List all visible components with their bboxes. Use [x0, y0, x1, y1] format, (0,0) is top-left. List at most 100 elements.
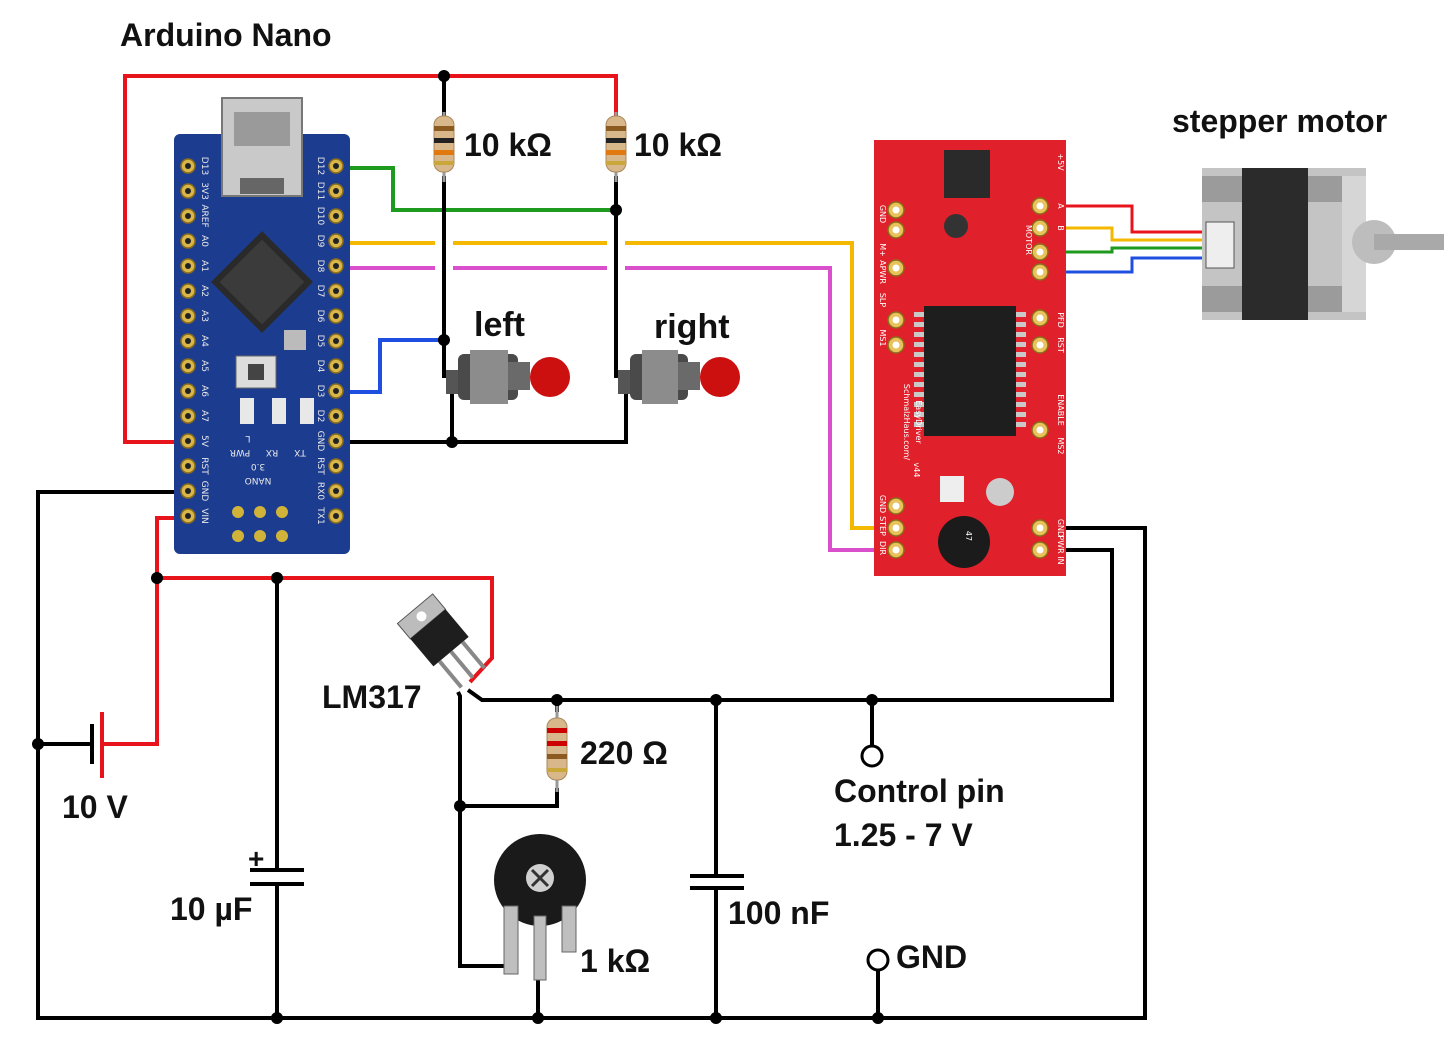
wire-btn-gnd — [340, 392, 628, 444]
ic-pin — [1016, 362, 1026, 367]
label-control-pin: Control pin — [834, 773, 1005, 809]
wire-gnd-left — [36, 490, 1147, 1020]
nano-board-label: RX — [266, 447, 278, 457]
stepper-motor — [1202, 168, 1444, 320]
ic-pin — [914, 332, 924, 337]
driver-label: SLP — [878, 293, 887, 308]
driver-ic-pins — [914, 312, 1026, 427]
ic-pin — [1016, 332, 1026, 337]
driver-label: RST — [1056, 337, 1065, 353]
nano-pin-label: A2 — [199, 285, 209, 297]
label-right: right — [654, 308, 730, 346]
nano-board-label: L — [245, 433, 250, 443]
ic-pin — [914, 362, 924, 367]
label-control-voltage: 1.25 - 7 V — [834, 817, 973, 853]
driver-ic — [924, 306, 1016, 436]
label-left: left — [474, 306, 525, 344]
motor-connector — [1205, 221, 1235, 269]
ic-pin — [914, 322, 924, 327]
driver-label: 47 — [964, 531, 973, 541]
driver-label: v44 — [912, 463, 921, 478]
gnd-terminal — [866, 948, 890, 972]
wire-blue-d2 — [340, 338, 444, 394]
nano-pin-label: A4 — [199, 335, 209, 347]
ic-pin — [1016, 322, 1026, 327]
driver-label: DIR — [878, 541, 887, 556]
driver-label: PFD — [1056, 312, 1065, 328]
push-button-right — [618, 350, 740, 404]
capacitor-10uf — [250, 868, 304, 886]
led-l — [240, 398, 254, 424]
label-r220: 220 Ω — [580, 735, 668, 771]
junction-dot — [532, 1012, 544, 1024]
driver-pads — [887, 197, 1049, 559]
nano-pin-label: A6 — [199, 385, 209, 397]
nano-pin-label: GND — [199, 481, 209, 502]
nano-pin-label: D10 — [315, 207, 325, 226]
driver-label: GND — [1056, 519, 1065, 537]
driver-label: MS1 — [878, 329, 887, 346]
trim-pot — [944, 214, 968, 238]
capacitor-100nf — [690, 874, 744, 890]
nano-pin-label: AREF — [199, 204, 209, 227]
ic-pin — [1016, 372, 1026, 377]
driver-label: EasyDriver — [914, 400, 923, 444]
nano-pin-label: TX1 — [315, 506, 325, 524]
nano-board — [174, 134, 350, 554]
junction-dot — [271, 572, 283, 584]
driver-label: ENABLE — [1056, 394, 1065, 426]
nano-pin-label: D11 — [315, 182, 325, 200]
ic-pin — [1016, 342, 1026, 347]
ic-pin — [914, 392, 924, 397]
wire-coil-blue — [1046, 256, 1212, 274]
wire-green-d12 — [340, 166, 616, 212]
junction-dot — [271, 1012, 283, 1024]
wire-vin — [100, 516, 190, 746]
nano-pin-label: D8 — [315, 260, 325, 273]
label-pot: 1 kΩ — [580, 943, 650, 979]
lm317-regulator — [396, 593, 486, 689]
crossing-wires — [442, 236, 618, 276]
label-r2: 10 kΩ — [634, 127, 722, 163]
driver-label: M+ — [878, 243, 887, 257]
driver-label: APWR — [878, 260, 887, 284]
nano-pin-label: D2 — [315, 410, 325, 423]
ic-pin — [1016, 312, 1026, 317]
junctions — [32, 70, 884, 1024]
nano-pin-label: D12 — [315, 157, 325, 175]
label-r1: 10 kΩ — [464, 127, 552, 163]
ic-pin — [914, 422, 924, 427]
driver-label: STEP — [878, 516, 887, 536]
ic-pin — [1016, 352, 1026, 357]
ic-pin — [1016, 392, 1026, 397]
nano-board-label: NANO — [245, 475, 272, 485]
nano-pin-label: A1 — [199, 260, 209, 272]
nano-pin-label: D5 — [315, 335, 325, 348]
driver-label: B — [1056, 225, 1065, 231]
resistor-220 — [546, 706, 568, 792]
resistor-10k-1 — [433, 112, 455, 182]
nano-pin-label: GND — [315, 431, 325, 452]
icsp-header — [232, 506, 288, 542]
label-arduino-nano: Arduino Nano — [120, 17, 332, 53]
driver-label: GND — [878, 495, 887, 513]
junction-dot — [872, 1012, 884, 1024]
regulator — [944, 150, 990, 198]
nano-pin-label: D3 — [315, 385, 325, 398]
junction-dot — [446, 436, 458, 448]
nano-board-label: 3.0 — [251, 461, 266, 471]
control-pin-terminal — [860, 744, 884, 768]
ic-pin — [1016, 412, 1026, 417]
label-gnd: GND — [896, 939, 967, 975]
driver-label: MOTOR — [1024, 225, 1033, 255]
led-pwr — [272, 398, 286, 424]
label-stepper-motor: stepper motor — [1172, 103, 1387, 139]
ic-pin — [914, 402, 924, 407]
label-battery: 10 V — [62, 789, 128, 825]
driver-text: SchmalzHaus.com/EasyDriverv44MOTOR47GNDM… — [878, 153, 1065, 564]
nano-pin-label: A3 — [199, 310, 209, 322]
driver-cap — [938, 516, 990, 568]
